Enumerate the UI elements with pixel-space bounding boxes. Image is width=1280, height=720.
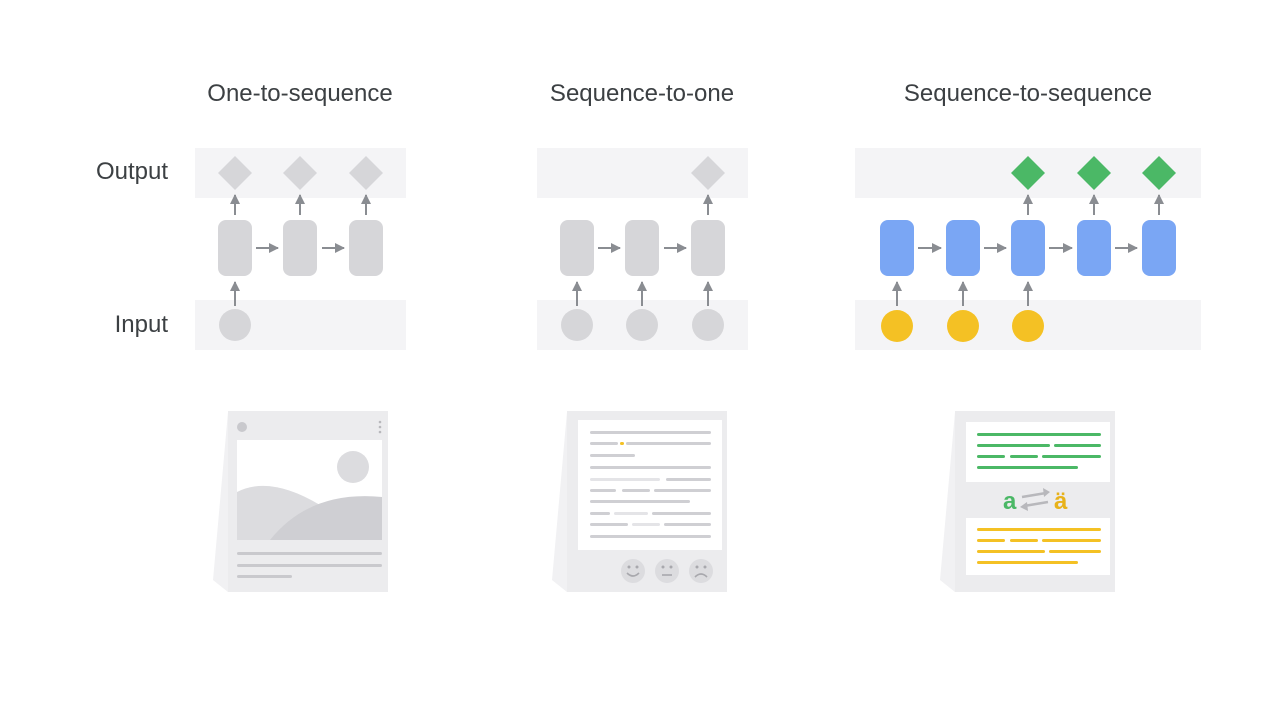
rnn-cell <box>880 220 914 276</box>
diagram-sequence-to-sequence <box>855 148 1201 350</box>
text-line <box>614 512 648 515</box>
output-node <box>691 156 725 190</box>
target-line <box>1042 539 1101 542</box>
target-line <box>977 539 1005 542</box>
input-node <box>1012 310 1044 342</box>
rnn-cell <box>691 220 725 276</box>
text-line <box>590 431 711 434</box>
source-line <box>977 466 1078 469</box>
text-line <box>590 478 660 481</box>
row-label-output: Output <box>95 158 168 185</box>
text-panel <box>578 420 722 550</box>
output-node <box>1011 156 1045 190</box>
rnn-cell <box>218 220 252 276</box>
target-char: ä <box>1054 488 1068 515</box>
rnn-cell <box>946 220 980 276</box>
diagram-one-to-sequence <box>195 148 406 350</box>
rnn-cell <box>1142 220 1176 276</box>
image-caption-card <box>213 411 388 592</box>
text-line <box>590 500 690 503</box>
input-node <box>626 309 658 341</box>
source-line <box>977 444 1050 447</box>
text-line <box>590 454 635 457</box>
more-vert-icon <box>378 420 382 434</box>
target-line <box>977 561 1078 564</box>
translation-card: a ä <box>940 411 1115 592</box>
caption-line <box>237 552 382 555</box>
text-line <box>664 523 711 526</box>
output-node <box>1077 156 1111 190</box>
sad-face-icon <box>689 559 713 583</box>
output-node <box>283 156 317 190</box>
caption-line <box>237 575 292 578</box>
hill-front <box>270 496 382 540</box>
source-panel <box>966 422 1110 482</box>
sun <box>337 451 369 483</box>
text-line <box>590 442 618 445</box>
happy-face-icon <box>621 559 645 583</box>
sentiment-card <box>552 411 727 592</box>
rnn-cell <box>560 220 594 276</box>
text-line <box>622 489 650 492</box>
source-line <box>1042 455 1101 458</box>
target-line <box>1010 539 1038 542</box>
text-line <box>590 512 610 515</box>
target-line <box>977 550 1045 553</box>
text-line <box>666 478 711 481</box>
row-label-input: Input <box>114 311 168 338</box>
avatar-dot <box>237 422 247 432</box>
text-line-highlight <box>620 442 624 445</box>
text-line <box>652 512 711 515</box>
text-line <box>632 523 660 526</box>
title-one-to-sequence: One-to-sequence <box>207 80 393 107</box>
target-line <box>977 528 1101 531</box>
output-node <box>218 156 252 190</box>
rnn-cell <box>283 220 317 276</box>
text-line <box>654 489 711 492</box>
text-line <box>626 442 711 445</box>
target-panel <box>966 518 1110 575</box>
caption-line <box>237 564 382 567</box>
diagram-sequence-to-one <box>537 148 748 350</box>
input-node <box>692 309 724 341</box>
text-line <box>590 523 628 526</box>
card-side <box>213 412 228 592</box>
rnn-cell <box>349 220 383 276</box>
title-sequence-to-sequence: Sequence-to-sequence <box>903 80 1153 107</box>
source-line <box>977 433 1101 436</box>
text-line <box>590 489 616 492</box>
rnn-cell <box>1077 220 1111 276</box>
neutral-face-icon <box>655 559 679 583</box>
output-node <box>1142 156 1176 190</box>
text-line <box>590 466 711 469</box>
source-char: a <box>1003 488 1017 515</box>
card-side <box>940 412 955 592</box>
swap-arrows-icon <box>1020 488 1050 511</box>
output-node <box>349 156 383 190</box>
source-line <box>1054 444 1101 447</box>
card-side <box>552 412 567 592</box>
title-sequence-to-one: Sequence-to-one <box>549 80 735 107</box>
input-node <box>219 309 251 341</box>
target-line <box>1049 550 1101 553</box>
text-line <box>590 535 711 538</box>
input-node <box>947 310 979 342</box>
rnn-cell <box>1011 220 1045 276</box>
input-node <box>881 310 913 342</box>
source-line <box>1010 455 1038 458</box>
input-node <box>561 309 593 341</box>
rnn-cell <box>625 220 659 276</box>
source-line <box>977 455 1005 458</box>
